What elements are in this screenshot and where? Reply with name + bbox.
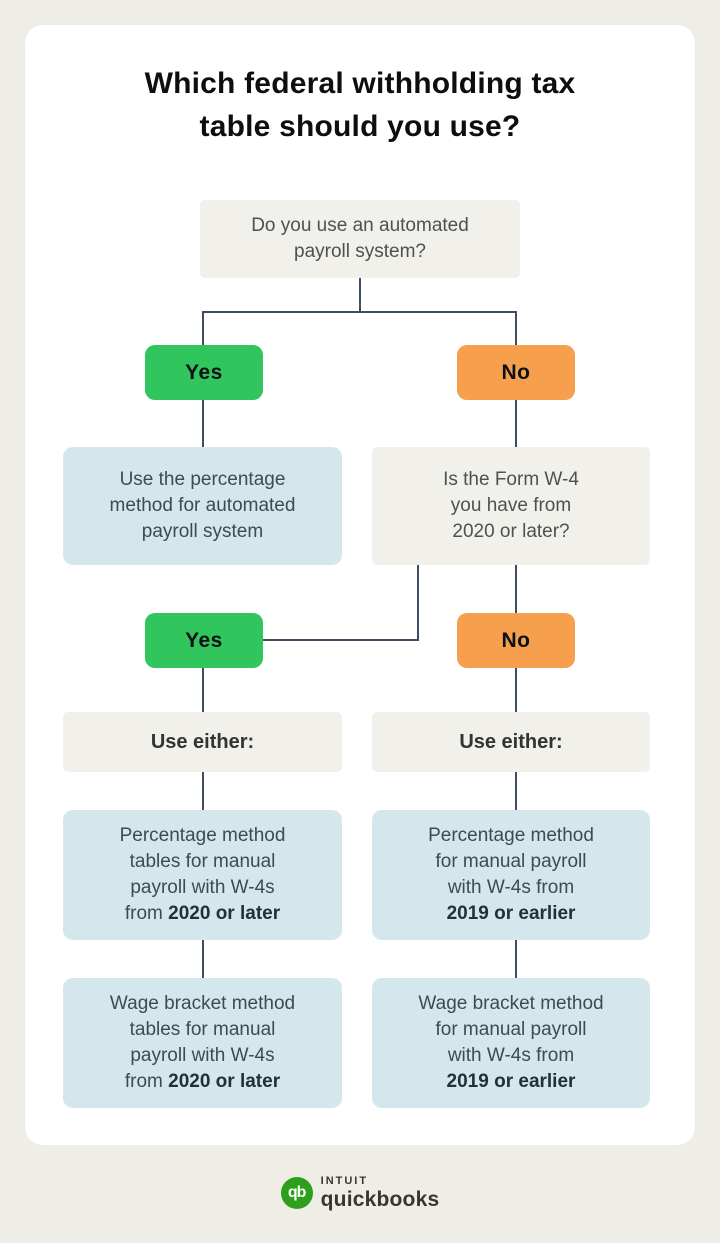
connector-q2-yes-drop: [417, 565, 419, 641]
connector-yes1-out: [202, 400, 204, 447]
connector-q2-no-drop: [515, 565, 517, 613]
no-node-automated: No: [457, 345, 575, 400]
connector-q1-stem: [359, 278, 361, 313]
intuit-wordmark: INTUIT: [320, 1175, 369, 1187]
no-node-w4: No: [457, 613, 575, 668]
connector-q2-yes-elbow: [263, 639, 419, 641]
connector-useeither-right: [515, 772, 517, 810]
brand-wordmark: INTUIT quickbooks: [320, 1175, 440, 1211]
connector-useeither-left: [202, 772, 204, 810]
yes-node-automated: Yes: [145, 345, 263, 400]
brand-footer: qb INTUIT quickbooks: [0, 1176, 720, 1210]
quickbooks-logo-icon: qb: [280, 1177, 313, 1209]
use-either-label-right: Use either:: [372, 712, 650, 772]
quickbooks-wordmark: quickbooks: [320, 1188, 440, 1211]
connector-yes1-drop: [202, 311, 204, 345]
use-either-label-left: Use either:: [63, 712, 342, 772]
connector-q1-split: [202, 311, 517, 313]
connector-percentage-left: [202, 940, 204, 978]
connector-percentage-right: [515, 940, 517, 978]
connector-no1-drop: [515, 311, 517, 345]
connector-no1-out: [515, 400, 517, 447]
flowchart-card: [25, 25, 695, 1145]
connector-no2-out: [515, 668, 517, 712]
connector-yes2-out: [202, 668, 204, 712]
yes-node-w4: Yes: [145, 613, 263, 668]
